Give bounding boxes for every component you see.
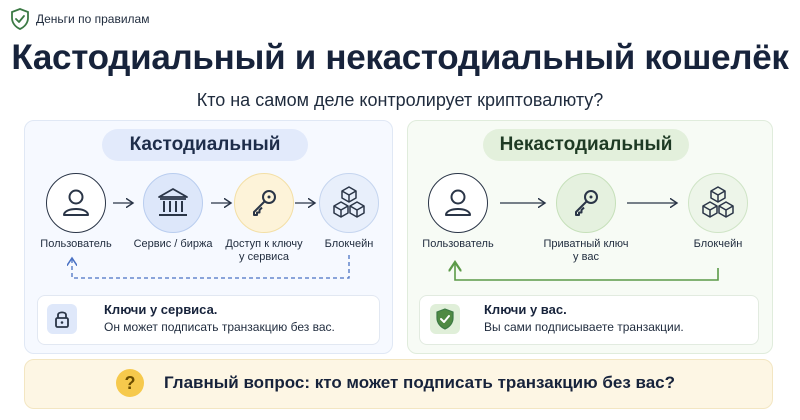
- key-icon: [253, 190, 276, 216]
- custodial-info-box: [37, 295, 380, 345]
- page-subtitle: Кто на самом деле контролирует криптовал…: [196, 90, 604, 110]
- custodial-service-label: Сервис / биржа: [133, 238, 213, 250]
- shield-check-icon: [430, 304, 460, 334]
- bank-icon: [158, 188, 188, 216]
- noncustodial-key-label: Приватный ключ у вас: [543, 238, 629, 263]
- green-return-arrow: [455, 262, 719, 281]
- noncustodial-user-label: Пользователь: [422, 238, 494, 250]
- custodial-key-label: Доступ к ключу у сервиса: [225, 238, 303, 263]
- custodial-key-node: [234, 173, 294, 233]
- lock-icon: [47, 304, 77, 334]
- noncustodial-info-title: Ключи у вас.: [484, 302, 567, 317]
- page-title: Кастодиальный и некастодиальный кошелёк: [11, 38, 789, 77]
- user-icon: [445, 189, 471, 216]
- custodial-heading: Кастодиальный: [102, 129, 308, 161]
- key-question-text: Главный вопрос: кто может подписать тран…: [164, 373, 676, 392]
- question-icon: ?: [116, 369, 144, 397]
- custodial-user-node: [46, 173, 106, 233]
- noncustodial-blockchain-label: Блокчейн: [693, 238, 743, 250]
- noncustodial-info-text: Вы сами подписываете транзакции.: [484, 320, 684, 334]
- noncustodial-user-node: [428, 173, 488, 233]
- user-icon: [63, 189, 89, 216]
- brand: Деньги по правилам: [10, 8, 149, 30]
- custodial-info-title: Ключи у сервиса.: [104, 302, 218, 317]
- key-icon: [575, 190, 598, 216]
- dashed-return-arrow: [72, 255, 350, 279]
- noncustodial-key-node: [556, 173, 616, 233]
- key-question-banner: [24, 359, 773, 409]
- brand-name: Деньги по правилам: [36, 12, 150, 26]
- blockchain-icon: [702, 186, 734, 218]
- shield-check-icon: [10, 8, 30, 30]
- noncustodial-blockchain-node: [688, 173, 748, 233]
- noncustodial-info-box: [419, 295, 759, 345]
- custodial-user-label: Пользователь: [40, 238, 112, 250]
- blockchain-icon: [333, 186, 365, 218]
- custodial-blockchain-label: Блокчейн: [324, 238, 374, 250]
- noncustodial-heading: Некастодиальный: [483, 129, 689, 161]
- custodial-blockchain-node: [319, 173, 379, 233]
- custodial-service-node: [143, 173, 203, 233]
- custodial-info-text: Он может подписать транзакцию без вас.: [104, 320, 335, 334]
